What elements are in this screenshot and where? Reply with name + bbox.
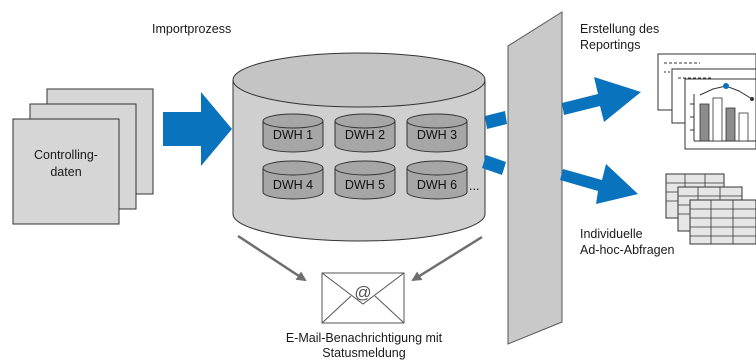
adhoc-label-line1: Individuelle: [580, 227, 643, 241]
dwh-1-cylinder: DWH 1: [262, 113, 324, 153]
cylinder-top: [232, 52, 486, 108]
document-front: [12, 118, 120, 225]
adhoc-arrow: [560, 164, 638, 204]
dwh-2-cylinder: DWH 2: [334, 113, 396, 153]
dwh-5-cylinder: DWH 5: [334, 160, 396, 200]
output-panel: [507, 11, 563, 345]
controlling-data-label-line1: Controlling-: [34, 148, 98, 162]
reporting-label-line1: Erstellung des: [580, 22, 659, 36]
reporting-arrow-stub: [485, 111, 507, 129]
dwh-2-label: DWH 2: [345, 128, 385, 142]
dwh-4-label: DWH 4: [273, 178, 313, 192]
gray-arrow-right: [411, 235, 483, 282]
adhoc-label-line2: Ad-hoc-Abfragen: [580, 243, 675, 257]
dwh-5-label: DWH 5: [345, 178, 385, 192]
email-envelope-icon: @: [321, 272, 405, 324]
import-process-label: Importprozess: [152, 22, 231, 36]
email-label-line1: E-Mail-Benachrichtigung mit: [286, 331, 443, 345]
reporting-arrow: [562, 77, 641, 122]
dwh-3-cylinder: DWH 3: [406, 113, 468, 153]
dwh-3-label: DWH 3: [417, 128, 457, 142]
dwh-4-cylinder: DWH 4: [262, 160, 324, 200]
email-label-line2: Statusmeldung: [322, 346, 405, 360]
adhoc-tables-icon: [665, 173, 756, 245]
at-sign-icon: @: [354, 283, 371, 302]
adhoc-arrow-stub: [482, 155, 506, 175]
dwh-6-cylinder: DWH 6: [406, 160, 468, 200]
import-arrow: [163, 92, 232, 166]
more-warehouses-ellipsis: ...: [469, 179, 479, 193]
controlling-data-stack: Controlling- daten: [12, 88, 154, 225]
report-documents-icon: [657, 53, 756, 150]
gray-arrow-left: [237, 234, 307, 282]
dwh-1-label: DWH 1: [273, 128, 313, 142]
dwh-6-label: DWH 6: [417, 178, 457, 192]
controlling-data-label-line2: daten: [50, 165, 81, 179]
data-warehouse-cylinder: DWH 1 DWH 2 DWH 3 DWH 4 DWH 5 DWH 6: [232, 52, 486, 242]
reporting-label-line2: Reportings: [580, 38, 640, 52]
